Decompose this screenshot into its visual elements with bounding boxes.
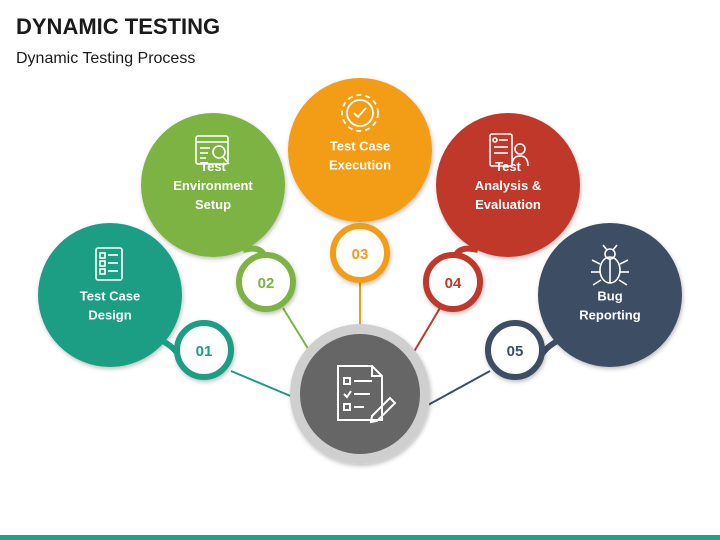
checklist-icon [95,247,123,281]
gear-check-icon [341,94,379,132]
step-label-line: Reporting [579,308,640,323]
step-number-ring [330,223,390,283]
step-number: 05 [507,343,524,360]
step-label-line: Test [495,159,521,174]
bottom-accent-bar [0,535,720,540]
step-number: 02 [258,275,275,292]
step-label-line: Test Case [330,139,390,154]
step-label-line: Bug [597,289,622,304]
bug-icon [591,244,629,286]
step-number: 03 [352,246,369,263]
step-bubble [38,223,182,367]
page-subtitle: Dynamic Testing Process [16,50,196,67]
analyst-icon [489,133,529,167]
step-number-ring [423,252,483,312]
step-bubble [141,113,285,257]
step-label-line: Design [88,308,131,323]
step-number-ring [485,320,545,380]
step-label-line: Evaluation [475,197,541,212]
settings-search-icon [195,135,230,165]
page-title: DYNAMIC TESTING [16,14,221,39]
step-label-line: Environment [173,178,253,193]
step-label-line: Test [200,159,226,174]
step-label-line: Test Case [80,289,140,304]
step-number: 04 [445,275,462,292]
step-number-ring [174,320,234,380]
step-label-line: Setup [195,197,231,212]
step-number: 01 [196,343,213,360]
central-hub [290,324,430,464]
step-label-line: Analysis & [475,178,541,193]
connector-01 [230,370,301,401]
connector-04 [411,307,441,356]
document-edit-icon [337,365,397,424]
step-bubble [288,78,432,222]
step-number-ring [236,252,296,312]
step-bubble [436,113,580,257]
connector-05 [427,370,491,406]
step-bubble [538,223,682,367]
step-label-line: Execution [329,158,391,173]
